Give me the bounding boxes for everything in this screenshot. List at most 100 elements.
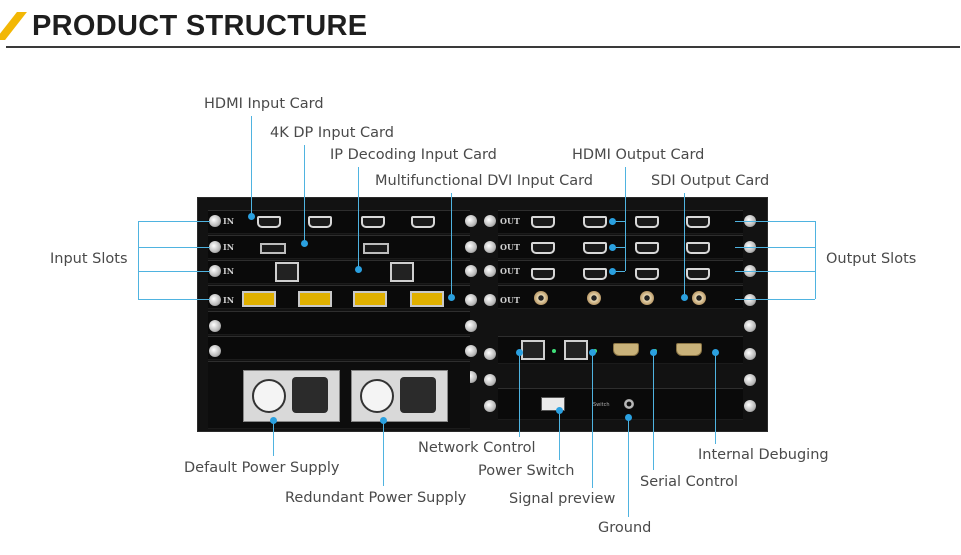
callout-line (519, 352, 520, 437)
hdmi-input-port (361, 216, 385, 228)
callout-line (592, 352, 593, 488)
default-power-supply-module (243, 370, 340, 422)
mid-screw (484, 265, 496, 277)
input-slot-2-tag: IN (223, 242, 235, 252)
callout-line (612, 271, 625, 272)
label-power-switch: Power Switch (478, 463, 575, 479)
serial-control-db9-port (613, 343, 639, 356)
mid-screw (484, 348, 496, 360)
hdmi-output-port (583, 216, 607, 228)
callout-dot (448, 294, 455, 301)
signal-preview-rj45-port (564, 340, 588, 360)
input-slot-3 (208, 260, 470, 284)
power-control-slot (498, 388, 743, 420)
callout-dot (625, 414, 632, 421)
header-divider (6, 46, 960, 48)
callout-bracket (815, 221, 816, 299)
mid-screw (484, 400, 496, 412)
psu-handle (292, 377, 328, 413)
callout-line (138, 271, 210, 272)
callout-line (383, 420, 384, 486)
callout-line (138, 221, 210, 222)
label-redundant-power-supply: Redundant Power Supply (285, 490, 467, 506)
callout-line (735, 299, 815, 300)
callout-line (735, 271, 815, 272)
input-slot-3-screw (209, 265, 221, 277)
input-slot-3-tag: IN (223, 266, 235, 276)
hdmi-output-port (583, 268, 607, 280)
dvi-input-port (353, 291, 387, 307)
output-slot-4-tag: OUT (500, 295, 520, 305)
mid-screw (484, 374, 496, 386)
callout-line (138, 299, 210, 300)
mid-screw (484, 215, 496, 227)
label-internal-debuging: Internal Debuging (698, 447, 829, 463)
callout-line (612, 247, 625, 248)
mid-screw (465, 241, 477, 253)
hdmi-output-port (531, 268, 555, 280)
mid-screw (484, 294, 496, 306)
sdi-output-bnc (692, 291, 706, 305)
callout-line (625, 167, 626, 271)
right-screw (744, 400, 756, 412)
hdmi-input-port (411, 216, 435, 228)
callout-dot (681, 294, 688, 301)
ip-input-rj45-port (390, 262, 414, 282)
output-slot-4-screw (744, 294, 756, 306)
label-serial-control: Serial Control (640, 474, 739, 490)
sdi-output-bnc (587, 291, 601, 305)
label-network-control: Network Control (418, 440, 536, 456)
hdmi-output-port (686, 268, 710, 280)
output-slot-2-tag: OUT (500, 242, 520, 252)
callout-dot (516, 349, 523, 356)
mid-screw (484, 241, 496, 253)
hdmi-input-port (257, 216, 281, 228)
dvi-input-port (242, 291, 276, 307)
psu-handle (400, 377, 436, 413)
sdi-output-bnc (534, 291, 548, 305)
callout-dot (650, 349, 657, 356)
callout-dot (248, 213, 255, 220)
callout-dot (609, 244, 616, 251)
callout-line (138, 247, 210, 248)
mid-screw (465, 215, 477, 227)
output-slot-3-tag: OUT (500, 266, 520, 276)
mid-screw (465, 265, 477, 277)
hdmi-input-port (308, 216, 332, 228)
label-hdmi-input-card: HDMI Input Card (204, 96, 324, 112)
label-sdi-output-card: SDI Output Card (651, 173, 770, 189)
callout-dot (609, 218, 616, 225)
output-slot-1-tag: OUT (500, 216, 520, 226)
callout-line (358, 167, 359, 269)
status-led (552, 349, 556, 353)
callout-line (612, 221, 625, 222)
right-screw (744, 374, 756, 386)
hdmi-output-port (531, 216, 555, 228)
callout-dot (270, 417, 277, 424)
callout-line (304, 145, 305, 243)
callout-line (273, 420, 274, 456)
hdmi-output-port (635, 216, 659, 228)
hdmi-output-port (583, 242, 607, 254)
label-signal-preview: Signal preview (509, 491, 616, 507)
callout-line (559, 410, 560, 460)
input-slot-2-screw (209, 241, 221, 253)
callout-dot (301, 240, 308, 247)
callout-dot (355, 266, 362, 273)
hdmi-output-port (635, 268, 659, 280)
mid-screw (465, 320, 477, 332)
input-slot-1-tag: IN (223, 216, 235, 226)
header-accent-slash (0, 12, 27, 40)
dp-input-port (363, 243, 389, 254)
blank-slot-1-screw (209, 320, 221, 332)
network-control-rj45-port (521, 340, 545, 360)
label-hdmi-output-card: HDMI Output Card (572, 147, 705, 163)
mid-screw (465, 345, 477, 357)
label-input-slots: Input Slots (50, 251, 128, 267)
input-slot-4-screw (209, 294, 221, 306)
label-dp-input-card: 4K DP Input Card (270, 125, 394, 141)
fan-icon (360, 379, 394, 413)
input-slot-1-screw (209, 215, 221, 227)
label-default-power-supply: Default Power Supply (184, 460, 340, 476)
callout-dot (589, 349, 596, 356)
